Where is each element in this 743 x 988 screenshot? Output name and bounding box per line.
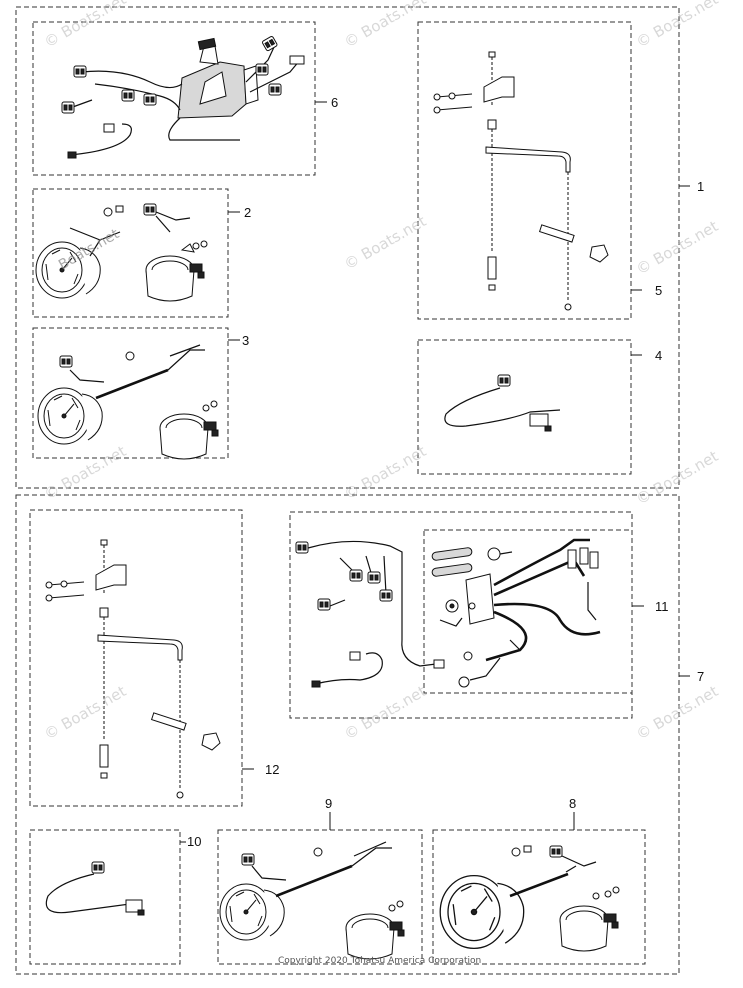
- kit-11-wiring-harness: [289, 511, 644, 719]
- callout-7: 7: [697, 669, 704, 684]
- callout-4: 4: [655, 348, 662, 363]
- callout-3: 3: [242, 333, 249, 348]
- kit-9-trim-meter: [217, 812, 423, 965]
- kit-3-trim-meter: [32, 327, 240, 460]
- watermark-11: © Boats.net: [633, 682, 721, 743]
- watermark-7: © Boats.net: [341, 442, 429, 503]
- callout-12: 12: [265, 762, 279, 777]
- kit-4-extension-cable: [417, 339, 642, 475]
- group-1-frame: [15, 6, 680, 489]
- kit-2-tachometer: [32, 188, 240, 318]
- watermark-2: © Boats.net: [341, 0, 429, 51]
- watermark-3: © Boats.net: [633, 0, 721, 51]
- watermark-6: © Boats.net: [41, 442, 129, 503]
- callout-1: 1: [697, 179, 704, 194]
- watermark-9: © Boats.net: [41, 682, 129, 743]
- kit-6-remote-control: [32, 21, 327, 176]
- kit-8-tachometer: [432, 812, 646, 965]
- kit-12-bracket: [29, 509, 254, 807]
- watermark-10: © Boats.net: [341, 682, 429, 743]
- watermark-4: © Boats.net: [341, 212, 429, 273]
- callout-11: 11: [655, 599, 669, 614]
- watermark-8: © Boats.net: [633, 447, 721, 508]
- callout-5: 5: [655, 283, 662, 298]
- callout-10: 10: [187, 834, 201, 849]
- callout-2: 2: [244, 205, 251, 220]
- group-7-frame: [15, 494, 680, 975]
- callout-9: 9: [325, 796, 332, 811]
- callout-8: 8: [569, 796, 576, 811]
- callout-6: 6: [331, 95, 338, 110]
- copyright-text: Copyright 2020 Tohatsu America Corporati…: [278, 956, 481, 966]
- watermark-1: © Boats.net: [41, 0, 129, 51]
- kit-5-bracket: [417, 21, 642, 320]
- watermark-5: © Boats.net: [633, 217, 721, 278]
- kit-10-extension-cable: [29, 829, 186, 965]
